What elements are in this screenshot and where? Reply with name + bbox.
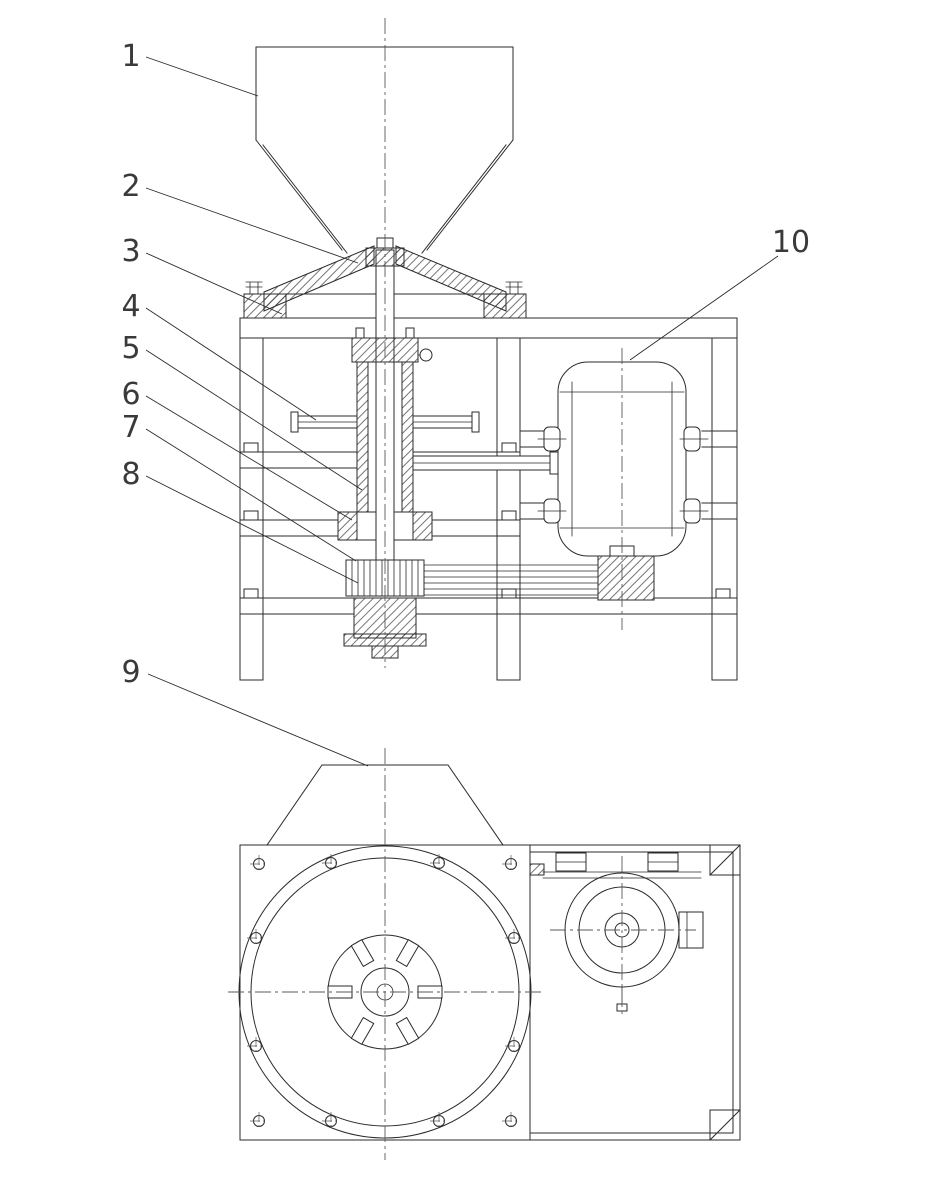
rotor-blade	[350, 1016, 375, 1046]
plan-view	[238, 764, 741, 1141]
left-arm-cap	[290, 411, 299, 433]
hopper-plan	[266, 764, 504, 846]
part-label-10: 10	[629, 225, 810, 361]
leader-line-1	[145, 56, 259, 97]
oil-cup	[419, 348, 433, 362]
part-label-3: 3	[121, 234, 283, 315]
driven-pulley-grooves	[351, 559, 419, 597]
hopper-front	[255, 46, 514, 254]
motor-body-lines	[559, 381, 685, 537]
leader-line-4	[145, 307, 317, 421]
part-label-8: 8	[121, 457, 359, 584]
frame-front	[239, 317, 738, 681]
rotor-blade	[350, 938, 375, 968]
bearing-bolt	[405, 327, 415, 339]
belt-drive	[423, 545, 655, 601]
part-number-10: 10	[772, 225, 810, 260]
rotor-blade	[395, 938, 420, 968]
v-belts	[423, 564, 599, 596]
leader-line-3	[145, 252, 283, 315]
motor-front	[537, 361, 709, 557]
flange-bolts	[245, 281, 523, 295]
front-view	[239, 46, 738, 681]
part-labels: 1 2 3 4 5 6 7 8	[121, 39, 810, 767]
motor-lug-bolts	[537, 438, 709, 512]
leader-line-7	[145, 428, 357, 562]
part-number-9: 9	[121, 655, 140, 690]
leader-line-5	[145, 349, 363, 491]
leader-line-9	[147, 673, 369, 767]
right-arm-cap	[471, 411, 480, 433]
part-number-1: 1	[121, 39, 140, 74]
frame-plan	[529, 844, 741, 1141]
arm-mid-lines	[297, 421, 551, 464]
part-number-6: 6	[121, 377, 140, 412]
part-label-9: 9	[121, 655, 369, 767]
part-label-1: 1	[121, 39, 259, 97]
part-label-7: 7	[121, 410, 357, 562]
centerlines	[228, 18, 696, 1160]
corner-bolt-ticks	[250, 855, 520, 1130]
bearing-bolt	[355, 327, 365, 339]
part-label-6: 6	[121, 377, 353, 521]
hopper-plan-outline	[266, 764, 504, 846]
rotor-blade	[395, 1016, 420, 1046]
leader-line-10	[629, 255, 779, 361]
part-number-7: 7	[121, 410, 140, 445]
part-number-8: 8	[121, 457, 140, 492]
part-number-5: 5	[121, 331, 140, 366]
motor-plan	[529, 852, 704, 1012]
mount-clamp	[529, 863, 545, 876]
motor-mount-lines	[542, 861, 702, 879]
part-label-5: 5	[121, 331, 363, 491]
motor-pulley	[597, 555, 655, 601]
leader-line-8	[145, 475, 359, 584]
housing-wall-right	[401, 361, 414, 513]
part-label-2: 2	[121, 169, 359, 264]
part-number-2: 2	[121, 169, 140, 204]
adjust-rod-cap	[549, 451, 559, 475]
part-label-4: 4	[121, 289, 317, 421]
leader-line-6	[145, 395, 353, 521]
part-number-3: 3	[121, 234, 140, 269]
flange-bolt-ticks	[247, 854, 523, 1130]
hopper-outline	[255, 46, 514, 254]
flange-hatched-ends	[243, 293, 527, 319]
leader-line-2	[145, 187, 359, 264]
frame-bolt-nuts	[243, 442, 731, 599]
ring-flange-hatch	[337, 511, 433, 541]
housing-wall-left	[356, 361, 369, 513]
frame-plan-outline	[529, 844, 741, 1141]
part-number-4: 4	[121, 289, 140, 324]
